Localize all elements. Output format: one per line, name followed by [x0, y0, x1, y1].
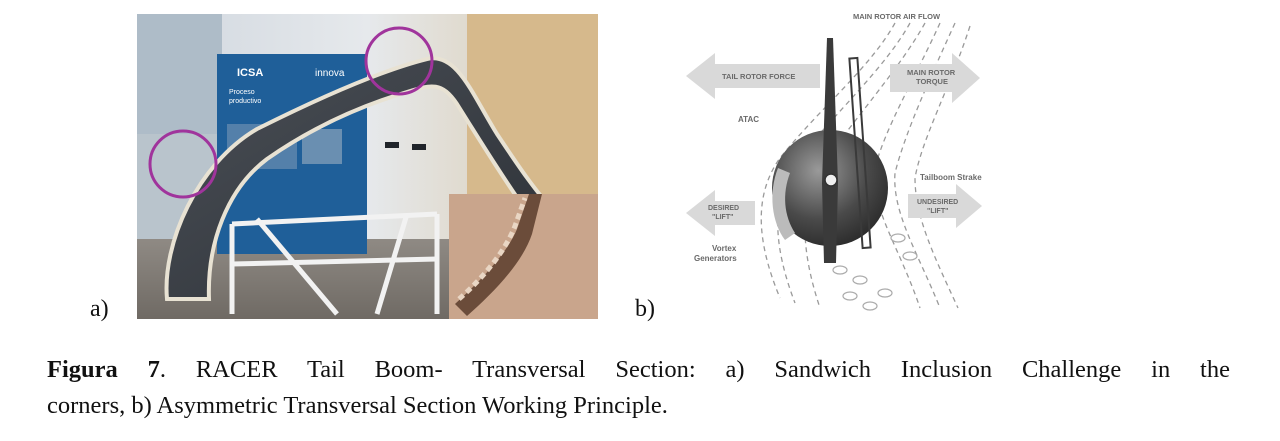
- desired-lift-arrow: [686, 190, 755, 236]
- working-principle-diagram: MAIN ROTOR AIR FLOW TAIL ROTOR FORCE MAI…: [660, 8, 1010, 321]
- main-rotor-torque-label-2: TORQUE: [916, 77, 948, 86]
- caption-line-1-text: . RACER Tail Boom- Transversal Section: …: [159, 356, 1230, 383]
- banner-title-line1: Proceso: [229, 89, 255, 96]
- tail-rotor-force-arrow: [686, 53, 820, 99]
- highlight-circle-top: [364, 26, 434, 96]
- figure-label: Figura 7: [47, 356, 160, 383]
- undesired-lift-label-2: "LIFT": [927, 208, 948, 215]
- desired-lift-label-1: DESIRED: [708, 205, 739, 212]
- support-frame: [229, 211, 440, 316]
- banner-logo: innova: [315, 68, 345, 79]
- desired-lift-label-2: "LIFT": [712, 214, 733, 221]
- panel-b-label: b): [635, 296, 655, 322]
- banner-brand: ICSA: [237, 67, 263, 79]
- vortex-generators-label-2: Generators: [694, 254, 737, 263]
- undesired-lift-arrow: [908, 184, 982, 228]
- highlight-circle-left: [148, 129, 218, 199]
- force-arrows: [686, 53, 982, 236]
- banner-title-line2: productivo: [229, 98, 261, 105]
- figure-caption: Figura 7. RACER Tail Boom- Transversal S…: [47, 352, 1230, 424]
- atac-label: ATAC: [738, 115, 759, 124]
- tailboom-strake-label: Tailboom Strake: [920, 173, 982, 182]
- tailboom-strake: [848, 56, 872, 250]
- vortex-generator-pad: [772, 168, 795, 240]
- caption-line-1: Figura 7. RACER Tail Boom- Transversal S…: [47, 352, 1230, 388]
- main-rotor-air-flow-label: MAIN ROTOR AIR FLOW: [853, 12, 941, 21]
- vertical-fin: [822, 38, 838, 263]
- undesired-lift-label-1: UNDESIRED: [917, 199, 958, 206]
- caption-line-2: corners, b) Asymmetric Transversal Secti…: [47, 392, 668, 419]
- tail-rotor-force-label: TAIL ROTOR FORCE: [722, 72, 795, 81]
- wake-vortices: [832, 233, 918, 311]
- vortex-generators-label-1: Vortex: [712, 244, 737, 253]
- main-rotor-torque-label-1: MAIN ROTOR: [907, 68, 956, 77]
- inset-closeup: [449, 194, 598, 319]
- main-rotor-torque-arrow: [890, 53, 980, 103]
- tail-boom-photo: ICSA Proceso productivo innova: [137, 14, 598, 319]
- panel-a-label: a): [90, 296, 109, 322]
